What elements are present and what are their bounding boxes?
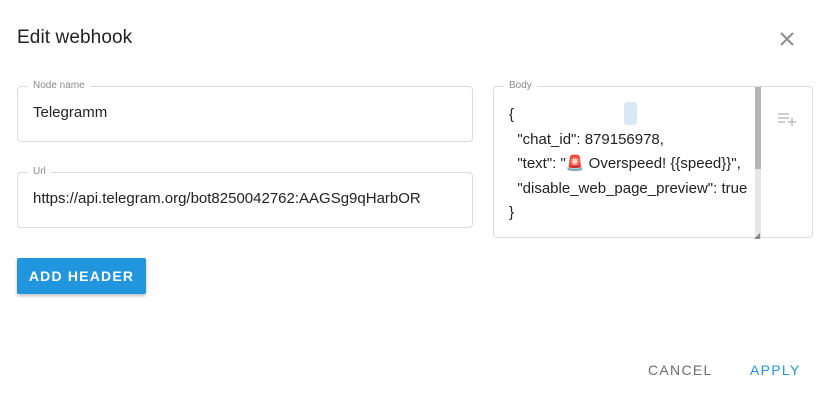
- body-scrollbar[interactable]: [755, 87, 761, 237]
- url-input[interactable]: https://api.telegram.org/bot8250042762:A…: [33, 190, 421, 207]
- add-header-button[interactable]: ADD HEADER: [17, 258, 146, 294]
- dialog-title: Edit webhook: [17, 27, 133, 48]
- node-name-field[interactable]: Node name Telegramm: [17, 79, 473, 142]
- resize-handle-icon[interactable]: ◢: [754, 231, 761, 240]
- close-icon[interactable]: [777, 29, 797, 49]
- node-name-label: Node name: [28, 79, 90, 93]
- playlist-add-icon[interactable]: [777, 111, 797, 127]
- body-textarea[interactable]: { "chat_id": 879156978, "text": "🚨 Overs…: [494, 87, 756, 237]
- body-field[interactable]: Body { "chat_id": 879156978, "text": "🚨 …: [493, 79, 813, 240]
- text-selection-highlight: [624, 102, 637, 125]
- scrollbar-thumb[interactable]: [755, 87, 761, 169]
- cancel-button[interactable]: CANCEL: [648, 362, 713, 378]
- node-name-input[interactable]: Telegramm: [33, 104, 108, 121]
- body-text[interactable]: { "chat_id": 879156978, "text": "🚨 Overs…: [509, 106, 748, 221]
- url-label: Url: [28, 165, 51, 179]
- url-field[interactable]: Url https://api.telegram.org/bot82500427…: [17, 165, 473, 228]
- apply-button[interactable]: APPLY: [750, 362, 801, 378]
- body-label: Body: [504, 79, 537, 93]
